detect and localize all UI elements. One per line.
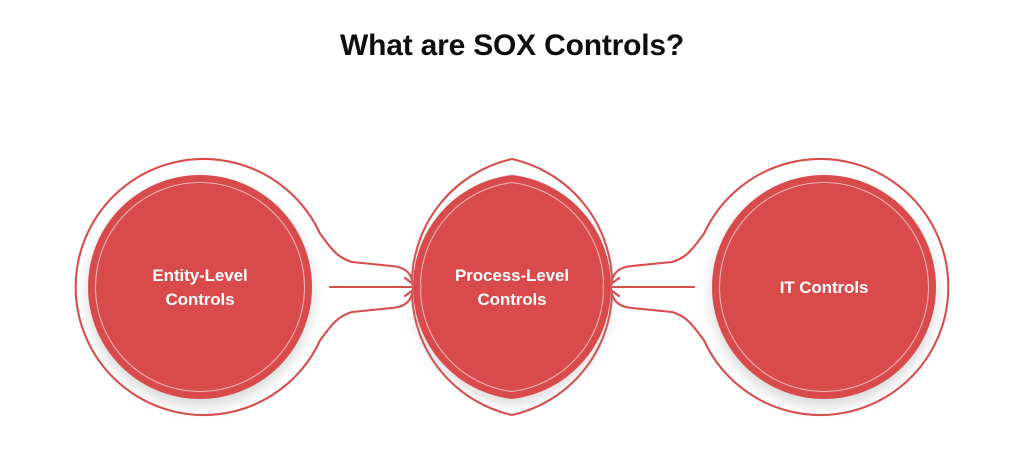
it-controls-inner-ring xyxy=(718,181,930,393)
entity-level-controls-node[interactable]: Entity-Level Controls xyxy=(88,175,312,399)
process-level-controls-inner-ring xyxy=(419,181,605,393)
it-controls-node[interactable]: IT Controls xyxy=(712,175,936,399)
it-controls-disc[interactable] xyxy=(712,175,936,399)
process-level-controls-disc[interactable] xyxy=(413,175,611,399)
entity-level-controls-inner-ring xyxy=(94,181,306,393)
process-level-controls-node[interactable]: Process-Level Controls xyxy=(413,175,611,399)
it-controls-outer-ring xyxy=(702,158,950,416)
connector-entity-to-process xyxy=(318,232,419,342)
entity-level-controls-label-line2: Controls xyxy=(165,290,234,309)
page-title: What are SOX Controls? xyxy=(340,29,684,62)
entity-level-controls-outer-ring xyxy=(74,158,322,416)
entity-level-controls-label-line1: Entity-Level xyxy=(152,266,247,285)
process-level-controls-label-line1: Process-Level xyxy=(455,266,569,285)
it-controls-label-line1: IT Controls xyxy=(780,278,869,297)
process-level-controls-outer-ring xyxy=(410,157,614,417)
connector-it-to-process xyxy=(605,232,706,342)
process-level-controls-label-line2: Controls xyxy=(477,290,546,309)
entity-level-controls-disc[interactable] xyxy=(88,175,312,399)
